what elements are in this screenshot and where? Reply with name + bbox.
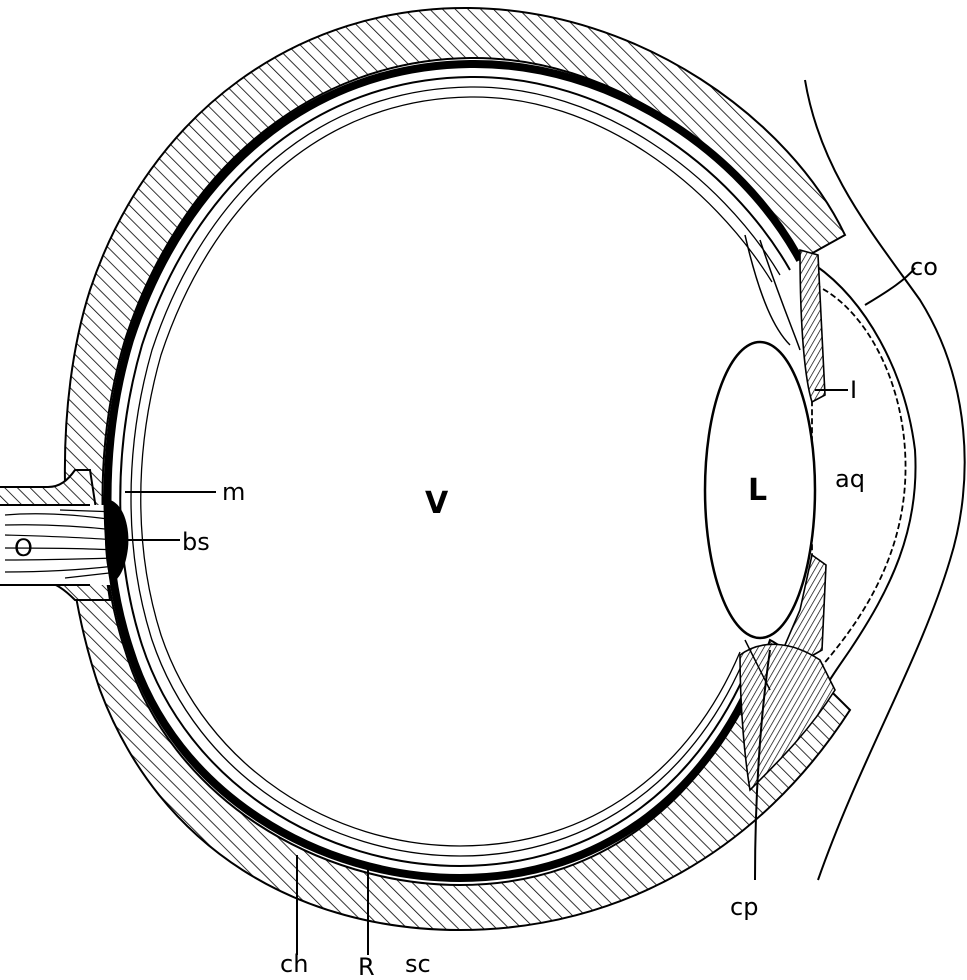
choroid xyxy=(103,59,804,883)
label-lens: L xyxy=(748,473,767,508)
optic-nerve xyxy=(0,469,119,601)
lens xyxy=(703,340,817,640)
label-choroid: ch xyxy=(280,950,308,978)
sclera xyxy=(63,6,852,932)
label-retina: R xyxy=(358,953,375,980)
label-macula: m xyxy=(222,478,245,506)
suspensory-ligament xyxy=(744,234,801,691)
label-cornea: co xyxy=(910,253,938,281)
blind-spot xyxy=(104,500,129,582)
label-sclera: sc xyxy=(405,950,431,978)
label-iris: I xyxy=(850,376,857,404)
label-aqueous: aq xyxy=(835,465,865,493)
label-blind-spot: bs xyxy=(182,528,210,556)
ciliary-process xyxy=(739,643,836,792)
label-vitreous: V xyxy=(425,486,449,521)
retina xyxy=(130,86,781,857)
label-pointers xyxy=(125,267,916,955)
anterior-chamber xyxy=(811,284,907,670)
cornea xyxy=(804,79,966,881)
label-optic-nerve: O xyxy=(14,534,33,562)
label-ciliary-process: cp xyxy=(730,893,758,921)
